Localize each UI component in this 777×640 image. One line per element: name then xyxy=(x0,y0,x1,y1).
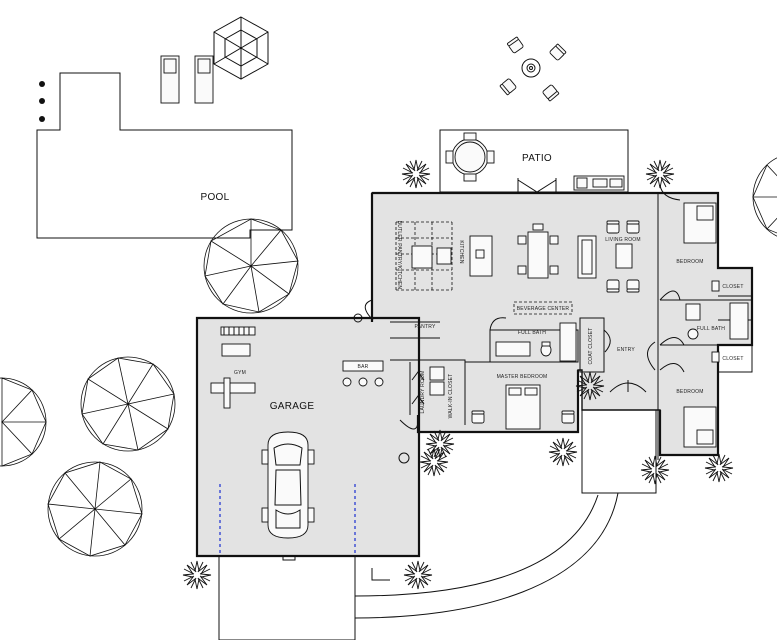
beverage-center: BEVERAGE CENTER xyxy=(513,301,573,315)
laundry-label: LAUNDRY ROOM xyxy=(420,370,426,413)
bedroom-bottom: CLOSET BEDROOM xyxy=(659,351,743,448)
dining-set xyxy=(517,223,559,279)
laundry-closet: LAUNDRY ROOM WALK-IN CLOSET xyxy=(411,366,454,419)
master-bedroom-label: MASTER BEDROOM xyxy=(497,374,548,380)
tree-icon xyxy=(0,377,47,467)
tree-icon xyxy=(47,461,143,557)
beverage-center-label: BEVERAGE CENTER xyxy=(517,306,570,312)
walkin-closet-label: WALK-IN CLOSET xyxy=(448,374,454,419)
car-icon xyxy=(261,431,315,539)
patio-area: PATIO xyxy=(439,129,629,193)
entry-label: ENTRY xyxy=(617,347,635,353)
gym-label: GYM xyxy=(234,370,246,376)
garage-interior: GARAGE GYM BAR xyxy=(210,326,419,561)
pool-light-icon xyxy=(39,81,45,87)
butler-pantry-label: BUTLER PANTRY/KITCHEN xyxy=(396,221,402,290)
pool-area: POOL xyxy=(36,72,293,239)
tree-icon xyxy=(80,356,176,452)
closet-bottom-label: CLOSET xyxy=(722,356,743,362)
kitchen: BUTLER PANTRY/KITCHEN KITCHEN PANTRY xyxy=(353,221,493,330)
entry-area: COAT CLOSET ENTRY xyxy=(588,327,656,393)
full-bath-right: FULL BATH xyxy=(659,302,749,346)
pool-label: POOL xyxy=(201,192,230,203)
pool-light-icon xyxy=(39,116,45,122)
pool-light-icon xyxy=(39,98,45,104)
master-bedroom: MASTER BEDROOM xyxy=(471,374,575,430)
bedroom-bottom-label: BEDROOM xyxy=(676,389,703,395)
bar-label: BAR xyxy=(358,364,369,370)
tree-icon xyxy=(203,218,299,314)
full-bath-center: FULL BATH xyxy=(489,317,577,362)
garage-label: GARAGE xyxy=(270,401,315,412)
gazebo-icon xyxy=(213,16,269,80)
full-bath-right-label: FULL BATH xyxy=(697,326,725,332)
closet-top-label: CLOSET xyxy=(722,284,743,290)
coat-closet-label: COAT CLOSET xyxy=(588,327,594,364)
tree-icon xyxy=(752,157,777,237)
firepit-seating xyxy=(499,36,567,102)
pantry-label: PANTRY xyxy=(414,324,435,330)
lounge-chairs xyxy=(160,55,214,104)
full-bath-center-label: FULL BATH xyxy=(518,330,546,336)
kitchen-label: KITCHEN xyxy=(458,240,464,264)
door-swing-icon xyxy=(371,184,681,260)
bedroom-top-label: BEDROOM xyxy=(676,259,703,265)
living-room: LIVING ROOM xyxy=(577,220,641,293)
living-room-label: LIVING ROOM xyxy=(605,237,641,243)
bedroom-top: BEDROOM CLOSET xyxy=(659,202,743,301)
patio-label: PATIO xyxy=(522,153,552,164)
